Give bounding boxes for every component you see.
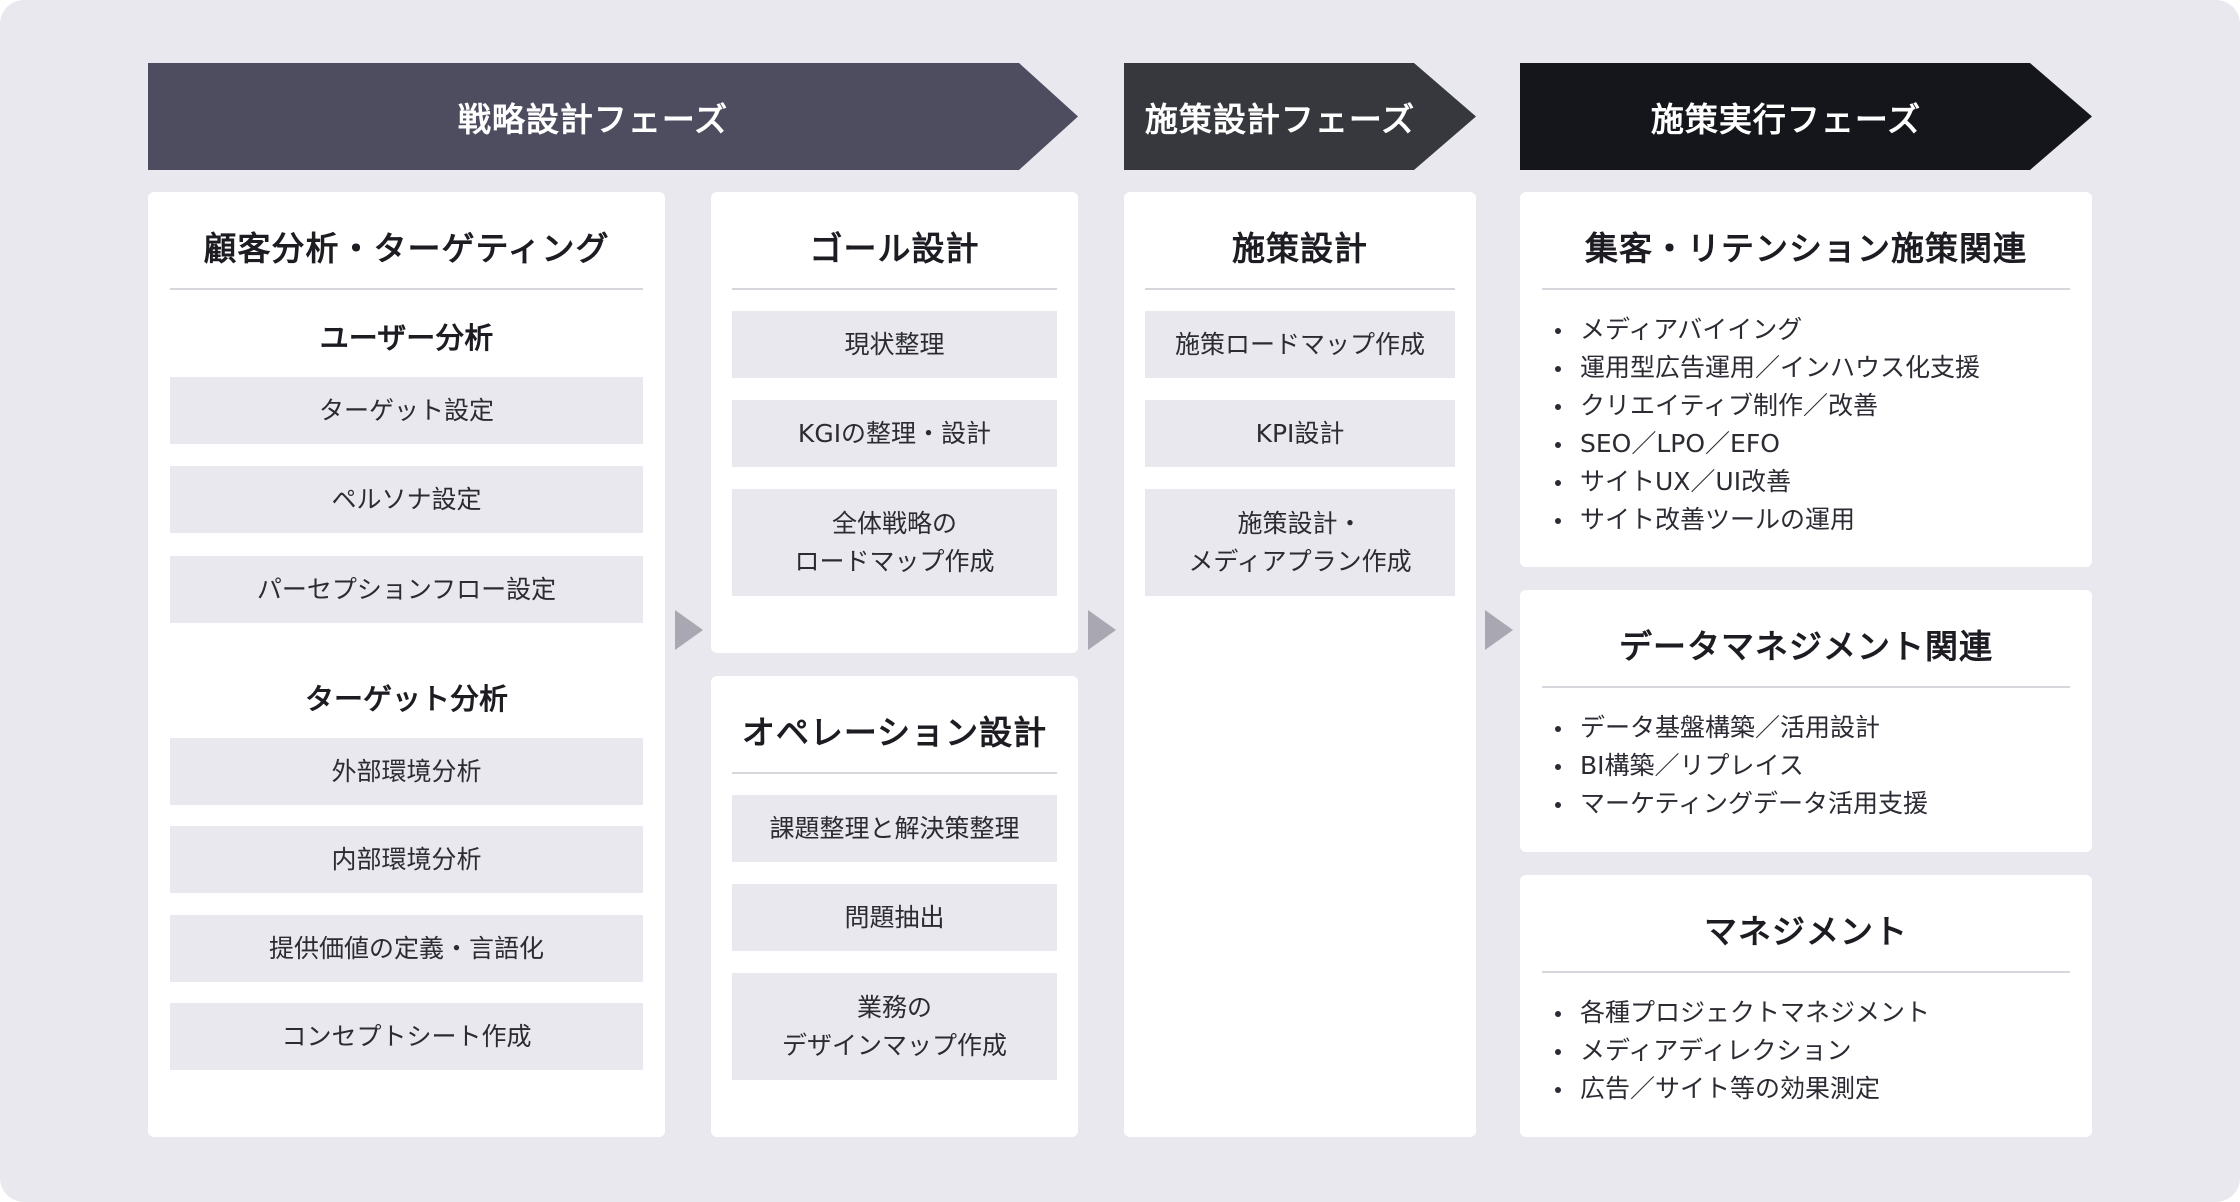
divider: [1542, 686, 2070, 688]
list-item: サイト改善ツールの運用: [1542, 501, 2070, 539]
section-title-user-analysis: ユーザー分析: [319, 321, 494, 355]
card-acquisition-retention: [1520, 192, 2092, 567]
item-box: 問題抽出: [732, 884, 1057, 951]
item-box: 業務のデザインマップ作成: [732, 973, 1057, 1080]
card-title-data-management: データマネジメント関連: [1619, 627, 1993, 666]
phase-label-measure-exec: 施策実行フェーズ: [1650, 99, 1922, 139]
card-data-management: [1520, 590, 2092, 852]
item-box: 現状整理: [732, 311, 1057, 378]
item-box: 内部環境分析: [170, 826, 643, 893]
item-box: 提供価値の定義・言語化: [170, 915, 643, 982]
bullet-list-acquisition: メディアバイイング 運用型広告運用／インハウス化支援 クリエイティブ制作／改善 …: [1542, 311, 2070, 539]
phase-label-strategy: 戦略設計フェーズ: [457, 99, 729, 139]
list-item: BI構築／リプレイス: [1542, 747, 2070, 785]
divider: [170, 288, 643, 290]
section-title-target-analysis: ターゲット分析: [304, 682, 508, 716]
card-title-measure-design: 施策設計: [1232, 229, 1368, 268]
divider: [1145, 288, 1455, 290]
list-item: メディアディレクション: [1542, 1032, 2070, 1070]
card-title-customer-analysis: 顧客分析・ターゲティング: [203, 229, 610, 268]
card-title-operation-design: オペレーション設計: [741, 713, 1048, 752]
item-box: KPI設計: [1145, 400, 1455, 467]
item-box: ペルソナ設定: [170, 466, 643, 533]
card-title-goal-design: ゴール設計: [809, 229, 980, 268]
item-box: 施策ロードマップ作成: [1145, 311, 1455, 378]
item-box: 外部環境分析: [170, 738, 643, 805]
bullet-list-data-management: データ基盤構築／活用設計 BI構築／リプレイス マーケティングデータ活用支援: [1542, 709, 2070, 823]
phase-label-measure-design: 施策設計フェーズ: [1144, 99, 1416, 139]
connector-arrow-2: [1088, 610, 1116, 650]
connector-arrow-3: [1485, 610, 1513, 650]
card-title-management: マネジメント: [1704, 912, 1908, 951]
list-item: 広告／サイト等の効果測定: [1542, 1070, 2070, 1108]
connector-arrow-1: [675, 610, 703, 650]
item-box: 施策設計・メディアプラン作成: [1145, 489, 1455, 596]
list-item: データ基盤構築／活用設計: [1542, 709, 2070, 747]
phase-banner-measure-exec: 施策実行フェーズ: [1520, 63, 2092, 170]
list-item: メディアバイイング: [1542, 311, 2070, 349]
item-box: コンセプトシート作成: [170, 1003, 643, 1070]
item-box: 全体戦略のロードマップ作成: [732, 489, 1057, 596]
divider: [732, 772, 1057, 774]
list-item: クリエイティブ制作／改善: [1542, 387, 2070, 425]
card-title-acquisition-retention: 集客・リテンション施策関連: [1585, 229, 2027, 268]
item-box: パーセプションフロー設定: [170, 556, 643, 623]
list-item: SEO／LPO／EFO: [1542, 425, 2070, 463]
phase-banner-measure-design: 施策設計フェーズ: [1124, 63, 1476, 170]
item-box: 課題整理と解決策整理: [732, 795, 1057, 862]
list-item: 各種プロジェクトマネジメント: [1542, 994, 2070, 1032]
list-item: 運用型広告運用／インハウス化支援: [1542, 349, 2070, 387]
item-box: ターゲット設定: [170, 377, 643, 444]
list-item: サイトUX／UI改善: [1542, 463, 2070, 501]
card-management: [1520, 875, 2092, 1137]
divider: [1542, 288, 2070, 290]
item-box: KGIの整理・設計: [732, 400, 1057, 467]
list-item: マーケティングデータ活用支援: [1542, 785, 2070, 823]
bullet-list-management: 各種プロジェクトマネジメント メディアディレクション 広告／サイト等の効果測定: [1542, 994, 2070, 1108]
phase-banner-strategy: 戦略設計フェーズ: [148, 63, 1078, 170]
divider: [1542, 971, 2070, 973]
divider: [732, 288, 1057, 290]
